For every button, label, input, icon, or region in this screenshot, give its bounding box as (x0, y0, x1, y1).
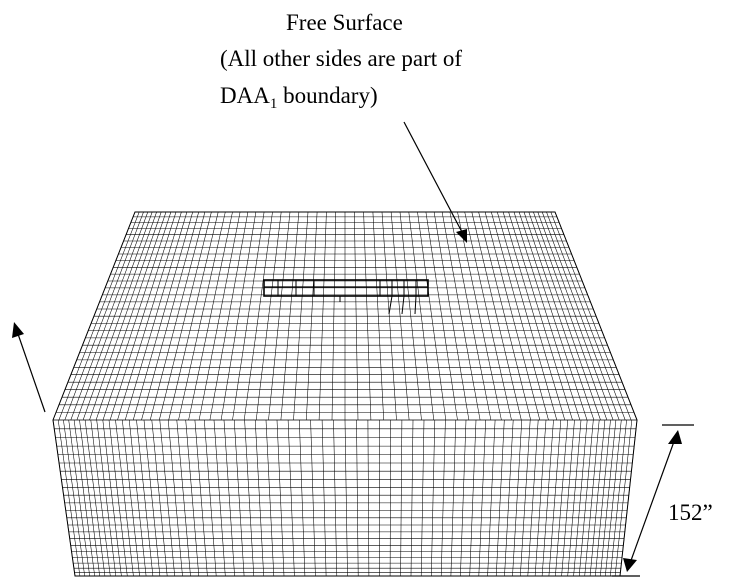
mesh-line (440, 419, 446, 577)
mesh-line (367, 419, 370, 577)
mesh-line (460, 419, 467, 577)
mesh-line (254, 419, 264, 577)
mesh-line (223, 419, 235, 577)
mesh-line (159, 419, 175, 577)
mesh-line (561, 419, 575, 577)
mesh-line (84, 419, 106, 577)
mesh-line (96, 419, 117, 577)
mesh-line (389, 419, 391, 577)
mesh-line (287, 419, 295, 577)
mesh-line (57, 419, 81, 577)
mesh-line (548, 419, 562, 577)
annotation-line-3-suffix: boundary) (277, 83, 377, 108)
mesh-line (344, 419, 348, 577)
mesh-line (299, 419, 306, 577)
mesh-line (487, 419, 496, 577)
mesh-line (478, 419, 486, 577)
annotation-line-2: (All other sides are part of (220, 46, 462, 71)
annotation-line-3-subscript: 1 (270, 96, 278, 112)
mesh-line (321, 419, 327, 577)
mesh-line (578, 419, 594, 577)
mesh-line (567, 419, 582, 577)
mesh-line (573, 419, 588, 577)
mesh-line (420, 419, 425, 577)
mesh-line (310, 419, 316, 577)
mesh-line (555, 419, 568, 577)
mesh-line (410, 419, 414, 577)
mesh-line (90, 419, 111, 577)
mesh-line (204, 419, 217, 577)
mesh-line (610, 419, 627, 577)
annotation-line-1: Free Surface (286, 10, 403, 35)
mesh-line (73, 419, 95, 577)
mesh-top-face (52, 211, 638, 421)
annotation-line-3: DAA1 boundary) (220, 83, 378, 112)
mesh-line (431, 419, 436, 577)
mesh-line (244, 419, 255, 577)
mesh-line (151, 419, 168, 577)
mesh-line (495, 419, 505, 577)
mesh-line (400, 419, 403, 577)
mesh-line (167, 419, 183, 577)
mesh-line (469, 419, 477, 577)
mesh-line (520, 419, 531, 577)
annotation-leader-arrow (403, 121, 467, 243)
mesh-line (143, 419, 161, 577)
mesh-line (233, 419, 245, 577)
dimension-label: 152” (668, 500, 713, 525)
mesh-line (63, 419, 85, 577)
mesh-front-face (52, 419, 638, 577)
mesh-line (79, 419, 100, 577)
mesh-line (333, 419, 338, 577)
dimension-152 (612, 424, 694, 577)
mesh-line (512, 419, 523, 577)
mesh-line (276, 419, 285, 577)
embedded-structure (263, 279, 429, 315)
mesh-line (136, 419, 154, 577)
mesh-line (541, 419, 554, 577)
mesh-line (128, 419, 147, 577)
mesh-line (356, 419, 359, 577)
mesh-line (176, 419, 191, 577)
mesh-line (213, 419, 226, 577)
mesh-line (614, 419, 633, 577)
mesh-line (450, 419, 457, 577)
annotation-line-3-prefix: DAA (220, 83, 270, 108)
mesh-line (265, 419, 275, 577)
direction-arrow (12, 322, 46, 413)
mesh-line (504, 419, 514, 577)
mesh-line (102, 419, 122, 577)
mesh-line (584, 419, 600, 577)
